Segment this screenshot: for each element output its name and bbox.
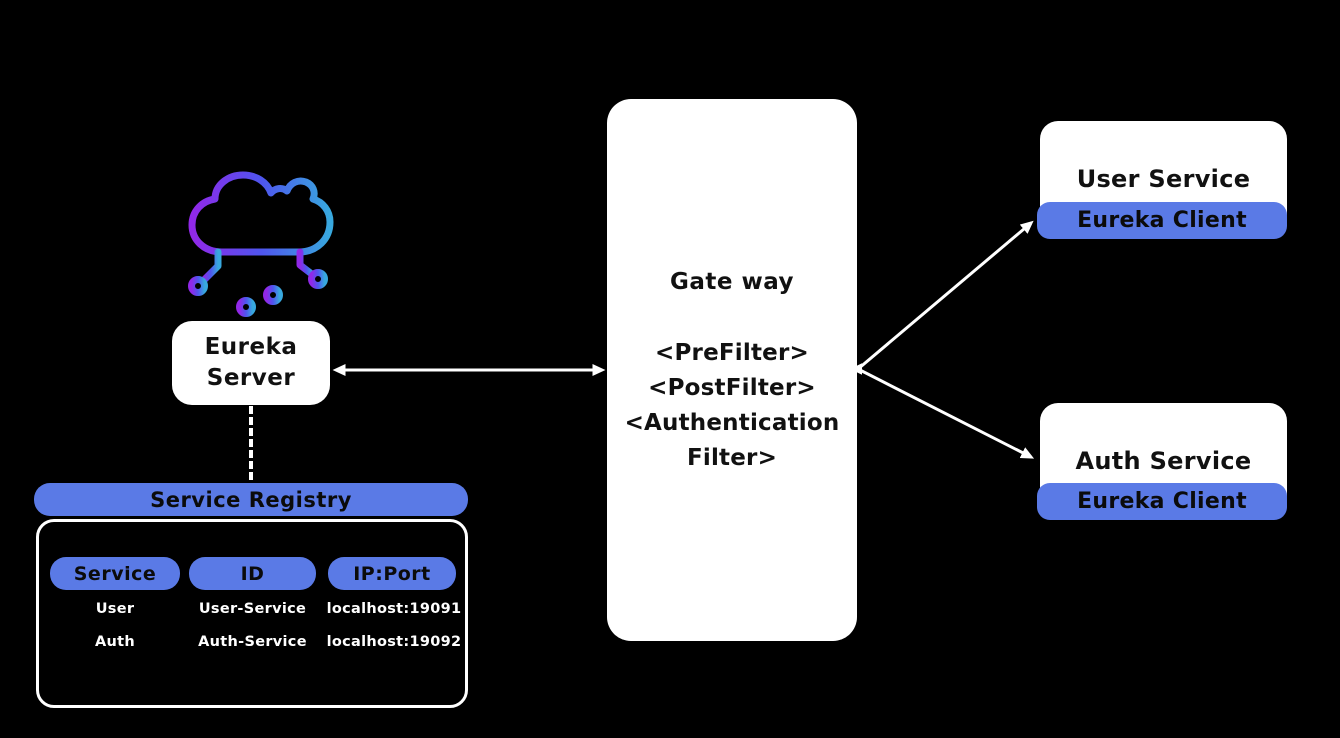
gateway-prefilter-label: <PreFilter>	[655, 340, 809, 366]
registry-cell-ipport-19091: localhost:19091	[326, 601, 462, 617]
gateway-filter-list: <PreFilter> <PostFilter> <Authentication…	[607, 336, 857, 476]
service-registry-table: Service ID IP:Port User User-Service loc…	[36, 519, 468, 708]
registry-column-header-ip-port: IP:Port	[328, 557, 456, 590]
registry-column-header-id: ID	[189, 557, 316, 590]
gateway-title: Gate way	[669, 269, 795, 295]
registry-column-header-service: Service	[50, 557, 180, 590]
registry-cell-service-auth: Auth	[95, 634, 135, 650]
gateway-user-service-arrow	[857, 220, 1034, 371]
user-service-title: User Service	[1076, 165, 1251, 193]
user-service-node: User Service Eureka Client	[1037, 121, 1287, 239]
gateway-postfilter-label: <PostFilter>	[648, 375, 816, 401]
auth-service-eureka-client-badge: Eureka Client	[1037, 483, 1287, 520]
eureka-server-node: Eureka Server	[172, 321, 330, 405]
eureka-server-label-line2: Server	[206, 365, 296, 391]
user-service-eureka-client-badge: Eureka Client	[1037, 202, 1287, 239]
gateway-auth-service-arrow	[857, 367, 1035, 459]
service-registry-title-pill: Service Registry	[34, 483, 468, 516]
cloud-computing-icon	[188, 171, 334, 317]
registry-cell-ipport-19092: localhost:19092	[326, 634, 462, 650]
registry-cell-id-auth-service: Auth-Service	[198, 634, 307, 650]
registry-dashed-connector	[249, 406, 253, 480]
auth-service-title: Auth Service	[1075, 447, 1252, 475]
auth-service-node: Auth Service Eureka Client	[1037, 403, 1287, 520]
registry-cell-id-user-service: User-Service	[198, 601, 307, 617]
eureka-server-label-line1: Eureka	[204, 334, 298, 360]
gateway-node: Gate way <PreFilter> <PostFilter> <Authe…	[607, 99, 857, 641]
gateway-authentication-filter-label: <Authentication Filter>	[624, 410, 840, 471]
registry-cell-service-user: User	[95, 601, 135, 617]
